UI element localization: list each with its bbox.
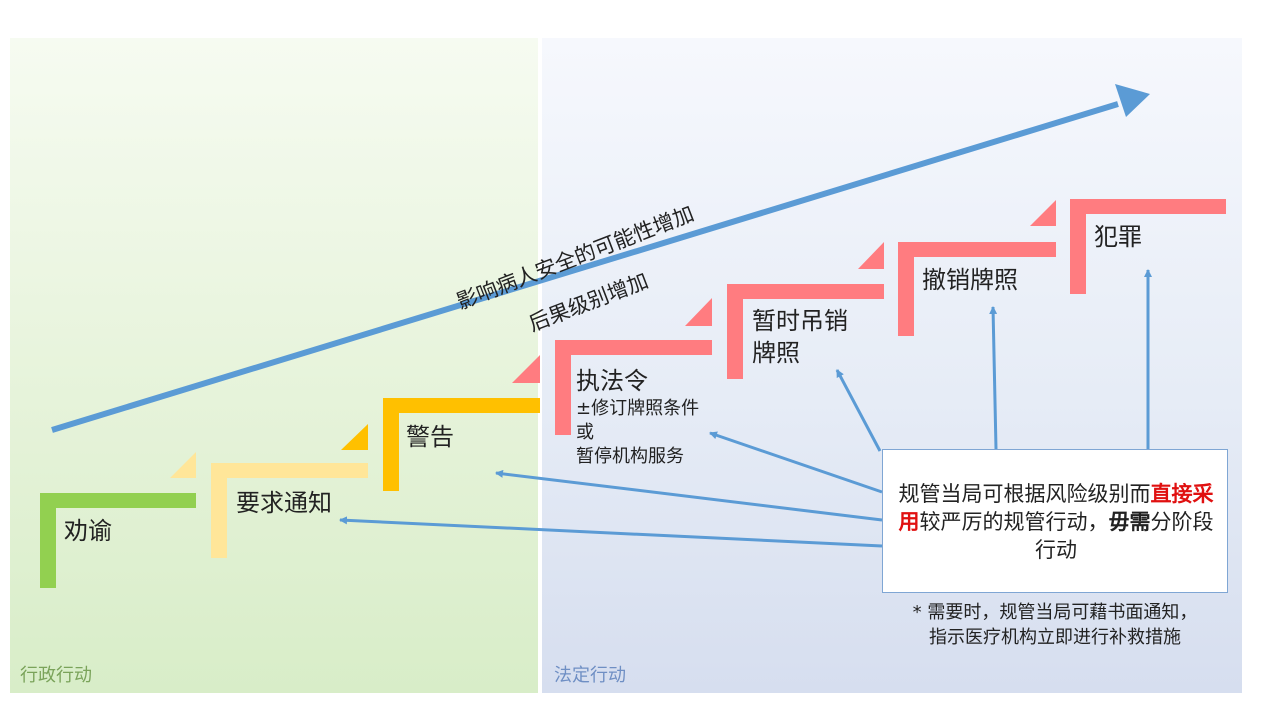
callout-arrow-to-notify bbox=[339, 516, 883, 548]
footnote: * 需要时，规管当局可藉书面通知， 指示医疗机构立即进行补救措施 bbox=[882, 600, 1228, 650]
callout-box: 规管当局可根据风险级别而直接采用较严厉的规管行动，毋需分阶段行动 bbox=[882, 449, 1228, 593]
step-enforcement-sub-2: 或 bbox=[576, 422, 594, 443]
footnote-line-2: 指示医疗机构立即进行补救措施 bbox=[929, 627, 1181, 648]
callout-arrow-to-revoke bbox=[989, 306, 998, 450]
step-enforcement-sub-3: 暂停机构服务 bbox=[576, 446, 684, 467]
callout-part-3: 分阶段行动 bbox=[1035, 510, 1214, 562]
step-enforcement-shape bbox=[555, 340, 712, 435]
step-notify-corner bbox=[170, 452, 196, 478]
step-advice-label: 劝谕 bbox=[64, 517, 112, 545]
callout-arrow-to-suspend bbox=[835, 369, 882, 452]
step-offence-corner bbox=[1030, 200, 1056, 226]
step-advice-shape bbox=[40, 493, 196, 588]
step-offence-shape bbox=[1070, 199, 1226, 294]
step-notify-label: 要求通知 bbox=[236, 489, 332, 517]
callout-highlight-2: 接采用 bbox=[898, 482, 1214, 534]
callout-part-1: 规管当局可根据风险级别而 bbox=[898, 482, 1151, 506]
step-revoke-corner bbox=[858, 242, 884, 269]
step-warning-shape bbox=[383, 398, 540, 491]
footnote-line-1: * 需要时，规管当局可藉书面通知， bbox=[912, 602, 1198, 623]
step-suspend-label-2: 牌照 bbox=[752, 339, 800, 367]
callout-bold-1: 毋 bbox=[1108, 510, 1130, 534]
administrative-zone-label: 行政行动 bbox=[20, 665, 92, 686]
step-warning-corner bbox=[341, 424, 368, 450]
big-trend-arrow-head bbox=[1115, 84, 1150, 117]
step-notify-shape bbox=[211, 463, 368, 558]
callout-arrow-to-enforcement bbox=[709, 431, 883, 494]
step-revoke-shape bbox=[898, 242, 1056, 336]
callout-arrow-to-warning bbox=[495, 469, 883, 522]
step-enforcement-label: 执法令 bbox=[576, 367, 648, 395]
step-enforcement-corner bbox=[512, 355, 540, 383]
callout-part-2: 较严厉的规管行动， bbox=[919, 510, 1109, 534]
step-suspend-corner bbox=[685, 298, 712, 326]
statutory-zone-label: 法定行动 bbox=[554, 665, 626, 686]
callout-bold-2: 需 bbox=[1129, 510, 1151, 534]
step-revoke-label: 撤销牌照 bbox=[922, 266, 1018, 294]
step-warning-label: 警告 bbox=[406, 423, 454, 451]
administrative-zone: 行政行动 bbox=[10, 38, 538, 693]
step-suspend-shape bbox=[727, 284, 884, 379]
big-trend-arrow-shaft bbox=[51, 101, 1119, 433]
callout-highlight-1: 直 bbox=[1150, 482, 1172, 506]
step-enforcement-sub-1: ±修订牌照条件 bbox=[576, 398, 700, 419]
callout-text: 规管当局可根据风险级别而直接采用较严厉的规管行动，毋需分阶段行动 bbox=[895, 480, 1217, 564]
step-offence-label: 犯罪 bbox=[1094, 223, 1142, 251]
step-suspend-label: 暂时吊销 bbox=[752, 307, 848, 335]
